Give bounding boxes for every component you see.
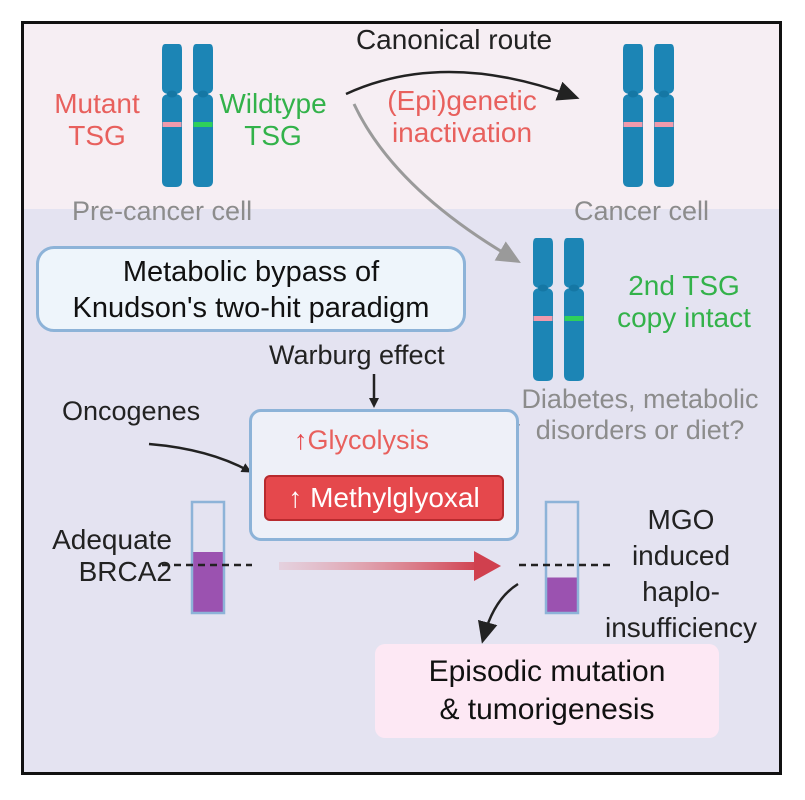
bypass-line-2: Knudson's two-hit paradigm [72,292,430,324]
adequate-brca2-label: Adequate BRCA2 [32,524,172,588]
epigenetic-line-2: inactivation [391,117,533,148]
pre-cancer-chromosome-wildtype [193,44,213,187]
up-arrow-icon: ↑ [294,425,308,455]
wildtype-tsg-line-2: TSG [244,120,302,151]
cancer-chromosome-1 [623,44,643,187]
bypass-arrow [352,103,521,264]
pre-cancer-chromosome-mutant [162,44,182,187]
adequate-line-2: BRCA2 [78,556,172,587]
mgo-line-1: MGO [647,504,715,535]
epigenetic-inactivation-label: (Epi)genetic inactivation [374,85,550,149]
diagram-graphics [148,44,674,644]
cancer-chromosome-2 [654,44,674,187]
wildtype-tsg-label: Wildtype TSG [213,88,333,152]
mgo-haploinsufficiency-label: MGO induced haplo- insufficiency [590,502,772,646]
mutant-tsg-line-2: TSG [68,120,126,151]
mgo-line-4: insufficiency [604,612,757,643]
mutant-tsg-line-1: Mutant [54,88,140,119]
diabetes-line-1: Diabetes, metabolic [521,384,759,414]
intact-chromosome-mutant [533,238,553,381]
oncogenes-arrow [148,442,252,473]
transition-arrow [279,551,501,581]
diabetes-label: Diabetes, metabolic disorders or diet? [509,384,771,446]
second-tsg-label: 2nd TSG copy intact [604,270,764,334]
episodic-line-2: & tumorigenesis [439,693,655,726]
epigenetic-line-1: (Epi)genetic [387,85,537,116]
mutant-tsg-label: Mutant TSG [42,88,152,152]
pre-cancer-cell-label: Pre-cancer cell [72,196,253,226]
canonical-route-arrow [345,70,580,101]
insufficient-brca2-tube [544,500,580,615]
up-arrow-icon: ↑ [288,482,303,513]
metabolic-bypass-box: Metabolic bypass of Knudson's two-hit pa… [36,246,466,332]
cancer-cell-label: Cancer cell [574,196,710,226]
second-tsg-line-1: 2nd TSG [628,270,740,301]
adequate-line-1: Adequate [52,524,172,555]
wildtype-tsg-line-1: Wildtype [219,88,327,119]
bypass-line-1: Metabolic bypass of [122,256,380,288]
warburg-effect-label: Warburg effect [269,340,445,370]
wildtype-band [193,122,213,127]
glycolysis-label: ↑Glycolysis [294,425,429,456]
second-tsg-line-2: copy intact [617,302,751,333]
methylglyoxal-text: Methylglyoxal [310,482,480,513]
episodic-arrow [478,582,519,644]
oncogenes-label: Oncogenes [62,396,201,426]
episodic-line-1: Episodic mutation [428,655,666,688]
figure-frame: Canonical route Mutant TSG Wildtype TSG … [21,21,782,775]
diabetes-line-2: disorders or diet? [535,415,745,445]
mgo-line-3: haplo- [642,576,720,607]
intact-chromosome-wildtype [564,238,584,381]
top-band [24,24,779,209]
mgo-line-2: induced [631,540,731,571]
episodic-mutation-box: Episodic mutation & tumorigenesis [375,644,719,738]
adequate-brca2-tube [190,500,226,615]
glycolysis-text: Glycolysis [307,425,430,455]
canonical-route-label: Canonical route [355,24,553,55]
methylglyoxal-box: ↑ Methylglyoxal [264,475,504,521]
mutant-band [162,122,182,127]
